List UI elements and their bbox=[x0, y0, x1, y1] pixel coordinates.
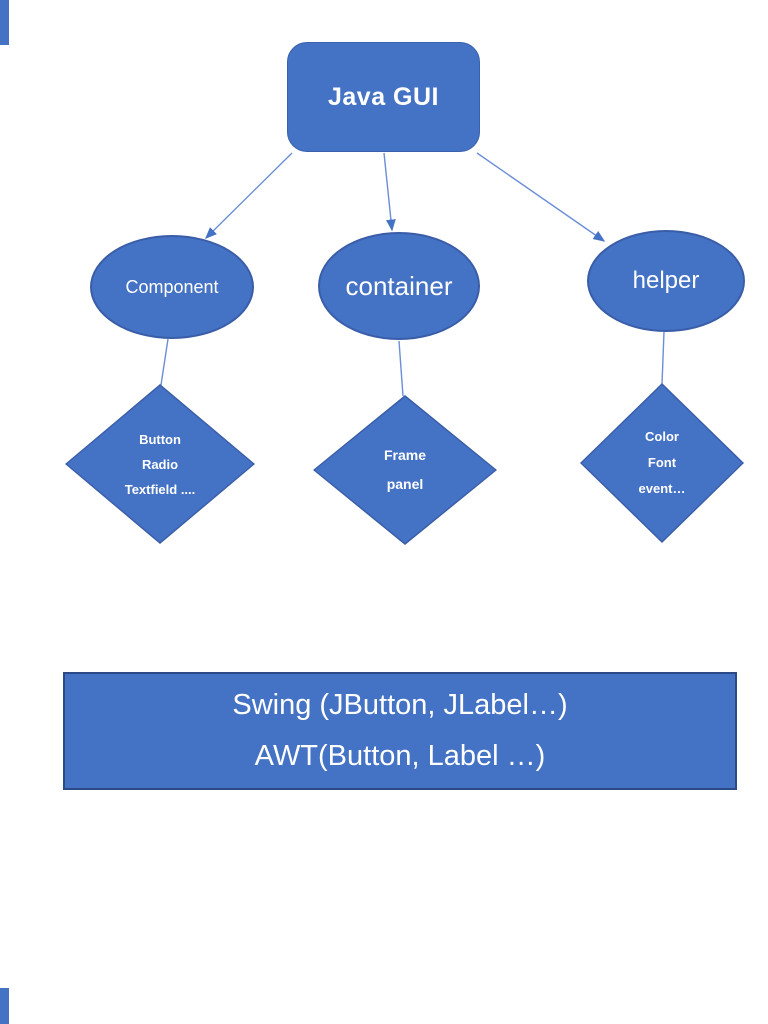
diamond-line: Radio bbox=[141, 456, 179, 472]
diamond-line: Color bbox=[645, 429, 679, 444]
page-edge-fragment-top bbox=[0, 0, 9, 45]
node-component-label: Component bbox=[125, 276, 219, 297]
line-component-to-diamond bbox=[160, 338, 169, 386]
banner-line-awt: AWT(Button, Label …) bbox=[254, 740, 546, 772]
arrow-root-to-container bbox=[383, 152, 396, 232]
node-component: Component bbox=[90, 235, 254, 339]
diamond-line: event… bbox=[638, 481, 686, 496]
diamond-container-items: Frame panel bbox=[313, 395, 497, 545]
arrow-root-to-component bbox=[205, 152, 293, 239]
node-container: container bbox=[318, 232, 480, 340]
node-helper-label: helper bbox=[632, 267, 700, 294]
line-container-to-diamond bbox=[398, 340, 404, 397]
node-container-label: container bbox=[345, 270, 453, 301]
line-helper-to-diamond bbox=[661, 331, 665, 385]
node-java-gui-label: Java GUI bbox=[327, 82, 439, 111]
diamond-line: Button bbox=[139, 431, 181, 447]
diamond-helper-items-text: Color Font event… bbox=[580, 383, 744, 543]
page-edge-fragment-bottom bbox=[0, 988, 9, 1024]
diamond-component-items-text: Button Radio Textfield .... bbox=[65, 384, 255, 544]
node-helper: helper bbox=[587, 230, 745, 332]
diamond-helper-items: Color Font event… bbox=[580, 383, 744, 543]
banner-line-swing: Swing (JButton, JLabel…) bbox=[232, 689, 568, 721]
diamond-line: Textfield .... bbox=[124, 481, 196, 497]
banner-swing-awt: Swing (JButton, JLabel…) AWT(Button, Lab… bbox=[63, 672, 737, 790]
diamond-line: Frame bbox=[383, 447, 427, 463]
diamond-line: panel bbox=[386, 476, 424, 492]
diamond-line: Font bbox=[647, 455, 677, 470]
diamond-container-items-text: Frame panel bbox=[313, 395, 497, 545]
arrow-root-to-helper bbox=[476, 152, 606, 242]
diamond-component-items: Button Radio Textfield .... bbox=[65, 384, 255, 544]
node-java-gui: Java GUI bbox=[287, 42, 480, 152]
